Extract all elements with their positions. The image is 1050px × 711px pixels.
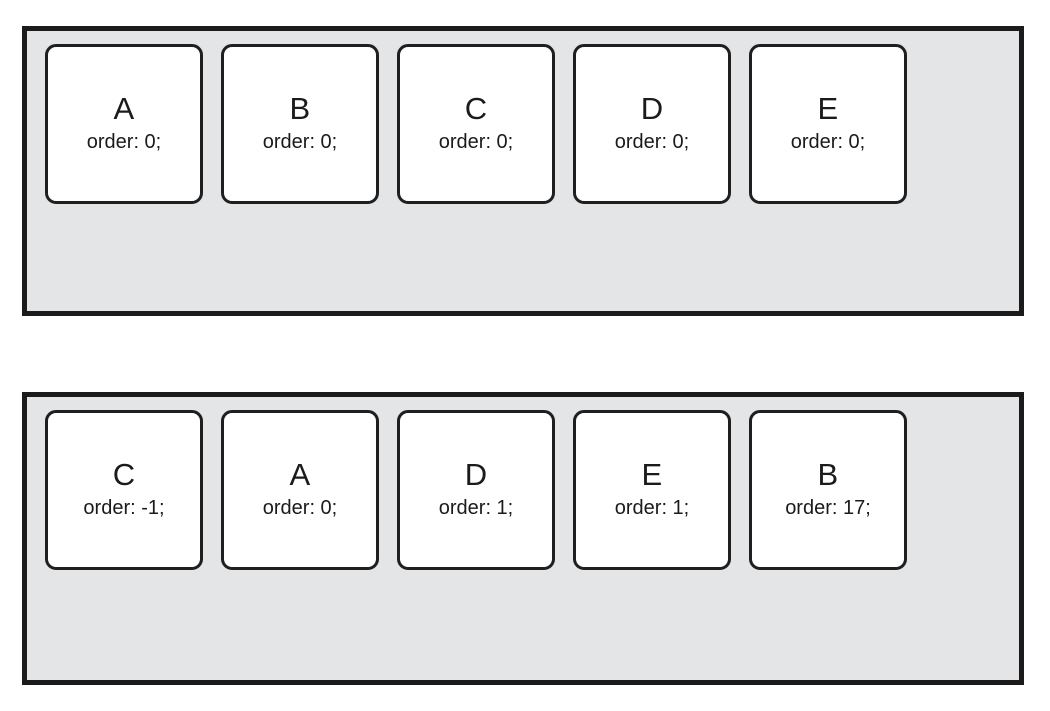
flex-item: E order: 1; — [573, 410, 731, 570]
flex-item: C order: 0; — [397, 44, 555, 204]
flex-item-order-declaration: order: -1; — [83, 496, 165, 519]
flex-item: A order: 0; — [45, 44, 203, 204]
flex-container-reordered: C order: -1; A order: 0; D order: 1; E o… — [22, 392, 1024, 685]
flex-item-letter: C — [464, 91, 488, 127]
flex-item: D order: 1; — [397, 410, 555, 570]
flex-item-letter: A — [289, 457, 311, 493]
flex-item-order-declaration: order: 0; — [438, 130, 514, 153]
flex-item-letter: C — [112, 457, 136, 493]
flex-item: A order: 0; — [221, 410, 379, 570]
flex-item-letter: E — [817, 91, 839, 127]
flex-item-order-declaration: order: 17; — [785, 496, 871, 519]
flex-item: E order: 0; — [749, 44, 907, 204]
flex-item: D order: 0; — [573, 44, 731, 204]
flex-item-letter: D — [464, 457, 488, 493]
flex-item-letter: E — [641, 457, 663, 493]
flex-item-order-declaration: order: 0; — [790, 130, 866, 153]
flex-item: B order: 0; — [221, 44, 379, 204]
flex-item-order-declaration: order: 1; — [438, 496, 514, 519]
flex-item: B order: 17; — [749, 410, 907, 570]
flex-item-order-declaration: order: 1; — [614, 496, 690, 519]
flex-item-order-declaration: order: 0; — [614, 130, 690, 153]
flex-item-order-declaration: order: 0; — [86, 130, 162, 153]
flex-item-letter: A — [113, 91, 135, 127]
flex-item-order-declaration: order: 0; — [262, 130, 338, 153]
flex-item-letter: D — [640, 91, 664, 127]
flex-item-order-declaration: order: 0; — [262, 496, 338, 519]
flex-container-initial-order: A order: 0; B order: 0; C order: 0; D or… — [22, 26, 1024, 316]
flex-item: C order: -1; — [45, 410, 203, 570]
flex-item-letter: B — [817, 457, 839, 493]
flex-item-letter: B — [289, 91, 311, 127]
